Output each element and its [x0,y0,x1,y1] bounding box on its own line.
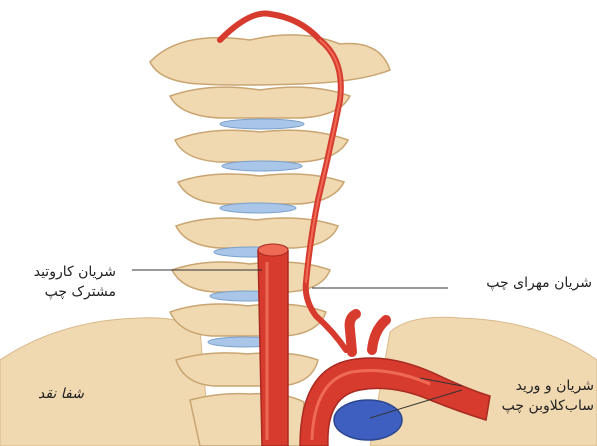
vertebra-c1 [170,87,350,118]
label-left-vertebral: شریان مهرای چپ [452,273,592,293]
label-common-carotid-line1: شریان کاروتید [4,262,116,282]
disc-3 [220,203,296,213]
skull-base [150,35,390,85]
disc-1 [220,119,304,129]
aortic-branch-1 [350,314,356,352]
subclavian-vein [334,400,402,440]
shoulder-left [0,318,210,446]
label-subclavian-line1: شریان و ورید [476,376,594,396]
disc-2 [222,161,302,171]
watermark-logo: شفا نقد [38,386,84,402]
vertebra-c7 [176,353,318,386]
carotid-top [258,244,288,256]
vertebra-c2 [175,130,348,162]
vertebra-c6 [170,304,326,336]
label-common-carotid-line2: مشترک چپ [4,282,116,302]
label-subclavian-line2: ساب‌کلاوبن چپ [476,396,594,416]
common-carotid-artery [258,246,288,446]
label-subclavian: شریان و ورید ساب‌کلاوبن چپ [476,376,594,416]
label-common-carotid: شریان کاروتید مشترک چپ [4,262,116,302]
aortic-branch-2 [372,320,386,350]
label-left-vertebral-line1: شریان مهرای چپ [452,273,592,293]
